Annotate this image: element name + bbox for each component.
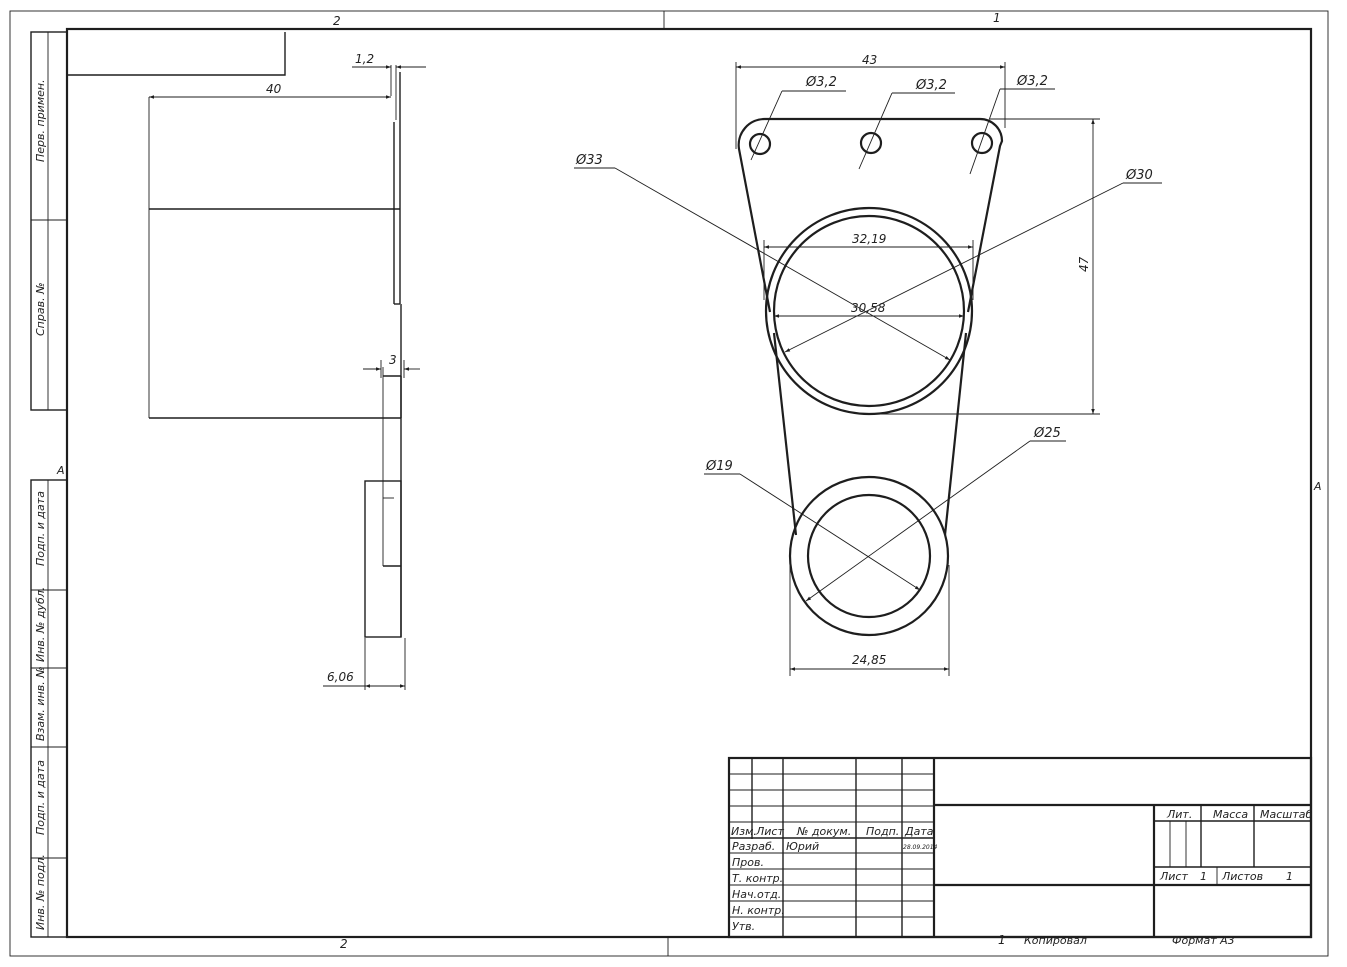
strip-sprav-no: Справ. № <box>34 282 47 336</box>
tb-nach-otd: Нач.отд. <box>732 888 781 901</box>
dim-side-thickness: 1,2 <box>355 52 374 66</box>
tb-massa: Масса <box>1213 808 1248 821</box>
tb-list: Лист <box>755 825 784 838</box>
tb-n-dokum: № докум. <box>796 825 851 838</box>
dim-d33: Ø33 <box>575 153 603 168</box>
side-view <box>148 65 406 690</box>
tb-t-kontr: Т. контр. <box>732 872 783 885</box>
front-view <box>574 62 1162 676</box>
zone-side-left: A <box>56 464 65 477</box>
tb-list-label: Лист <box>1159 870 1188 883</box>
tb-razrab: Разраб. <box>732 840 775 853</box>
strip-podp-data-1: Подп. и дата <box>34 491 47 566</box>
tb-masshtab: Масштаб <box>1260 808 1312 821</box>
tb-n-kontr: Н. контр. <box>732 904 785 917</box>
strip-perv-primen: Перв. примен. <box>34 79 47 162</box>
strip-inv-podl: Инв. № подл. <box>34 854 47 930</box>
dim-bottom-width: 24,85 <box>852 653 886 667</box>
tb-razrab-name: Юрий <box>786 840 819 853</box>
dim-d25: Ø25 <box>1033 426 1061 441</box>
tb-izm: Изм. <box>731 825 757 838</box>
dim-side-bottom: 6,06 <box>327 670 354 684</box>
strip-vzam-inv: Взам. инв. № <box>34 666 47 741</box>
dim-hole-2: Ø3,2 <box>915 78 947 93</box>
footer-format: Формат А3 <box>1172 934 1235 947</box>
dim-hole-1: Ø3,2 <box>805 75 837 90</box>
dim-chord-mid: 30,58 <box>851 301 886 315</box>
dim-overall-width: 43 <box>862 53 877 67</box>
tb-listov-value: 1 <box>1286 870 1293 883</box>
sheet-frame <box>9 10 1329 957</box>
zone-top-left: 2 <box>333 14 341 28</box>
zone-top-right: 1 <box>993 11 1001 25</box>
tb-razrab-date: 28.09.2014 <box>903 844 938 851</box>
tb-listov-label: Листов <box>1221 870 1263 883</box>
dim-height: 47 <box>1077 256 1091 272</box>
strip-podp-data-2: Подп. и дата <box>34 760 47 835</box>
dim-chord-top: 32,19 <box>852 232 886 246</box>
dim-side-step: 3 <box>389 353 397 367</box>
tb-utv: Утв. <box>732 920 755 933</box>
zone-bottom-right: 1 <box>998 933 1006 947</box>
dim-d30: Ø30 <box>1125 168 1153 183</box>
dim-d19: Ø19 <box>705 459 733 474</box>
zone-bottom-left: 2 <box>340 937 348 951</box>
tb-prov: Пров. <box>732 856 764 869</box>
zone-side-right: A <box>1313 480 1322 493</box>
strip-inv-dubl: Инв. № дубл. <box>34 587 47 662</box>
tb-lit: Лит. <box>1166 808 1192 821</box>
tb-podp: Подп. <box>866 825 899 838</box>
dim-side-width: 40 <box>266 82 282 96</box>
title-block <box>727 756 1313 939</box>
footer-kopiroval: Копировал <box>1024 934 1087 947</box>
tb-data: Дата <box>904 825 934 838</box>
side-strip <box>30 31 68 938</box>
tb-list-value: 1 <box>1200 870 1207 883</box>
dim-hole-3: Ø3,2 <box>1016 74 1048 89</box>
